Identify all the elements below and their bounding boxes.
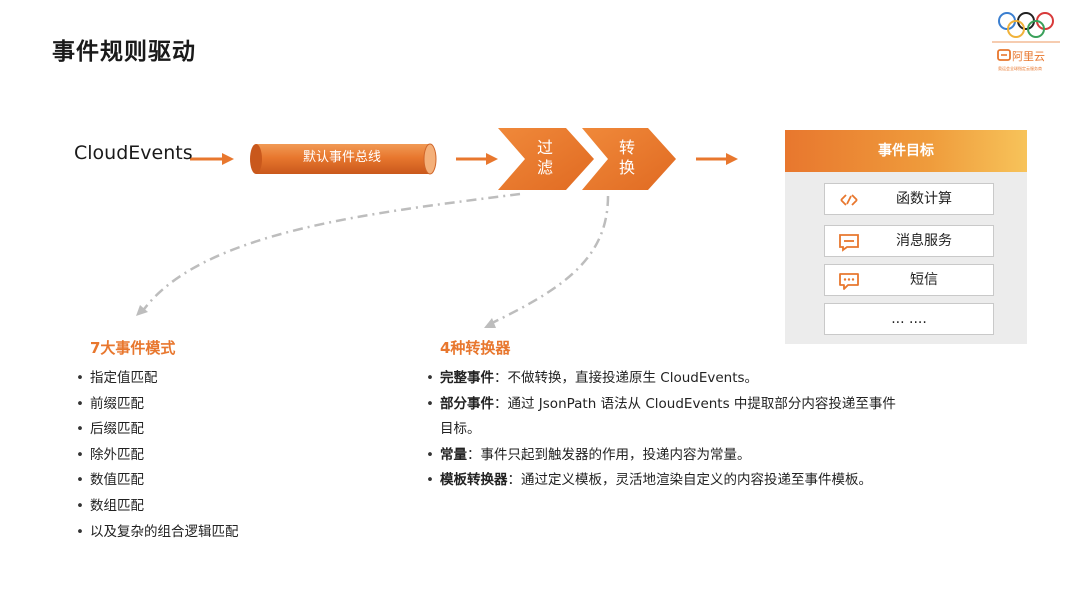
sms-chat-icon	[839, 273, 859, 290]
filter-chevron	[498, 128, 594, 190]
list-item: 数值匹配	[76, 468, 239, 494]
cloudevents-source-label: CloudEvents	[74, 142, 193, 164]
target-label: 消息服务	[896, 233, 952, 249]
converter-desc: ：不做转换，直接投递原生 CloudEvents。	[494, 370, 759, 386]
list-item: 数组匹配	[76, 494, 239, 520]
converter-name: 模板转换器	[440, 472, 508, 489]
converter-name: 部分事件	[440, 395, 494, 412]
target-more: ... ....	[824, 303, 994, 335]
target-label: 函数计算	[896, 191, 952, 207]
target-label: ... ....	[891, 311, 927, 327]
target-sms: 短信	[824, 264, 994, 296]
message-service-icon	[839, 234, 859, 252]
converter-desc: ：事件只起到触发器的作用，投递内容为常量。	[467, 446, 751, 463]
transform-to-converters-connector	[489, 195, 610, 326]
event-targets-header: 事件目标	[785, 130, 1027, 172]
converters-title: 4种转换器	[440, 339, 511, 357]
target-message-service: 消息服务	[824, 225, 994, 257]
arrow-bus-to-filter	[456, 153, 498, 165]
svg-text:奥运会全球指定云服务商: 奥运会全球指定云服务商	[998, 65, 1042, 71]
target-function-compute: 函数计算	[824, 183, 994, 215]
svg-text:阿里云: 阿里云	[1012, 50, 1045, 63]
function-compute-icon	[840, 194, 858, 206]
list-item: 后缀匹配	[76, 417, 239, 443]
list-item: 以及复杂的组合逻辑匹配	[76, 520, 239, 546]
event-bus-label: 默认事件总线	[302, 150, 381, 165]
converter-desc: ：通过定义模板，灵活地渲染自定义的内容投递至事件模板。	[507, 472, 873, 489]
event-modes-list: 指定值匹配 前缀匹配 后缀匹配 除外匹配 数值匹配 数组匹配 以及复杂的组合逻辑…	[76, 366, 239, 545]
converter-name: 完整事件	[440, 370, 494, 386]
list-item: 常量：事件只起到触发器的作用，投递内容为常量。	[426, 443, 896, 469]
arrow-transform-to-targets	[696, 153, 738, 165]
list-item: 指定值匹配	[76, 366, 239, 392]
transform-label: 转换	[618, 138, 635, 177]
list-item: 前缀匹配	[76, 392, 239, 418]
list-item: 完整事件：不做转换，直接投递原生 CloudEvents。	[426, 366, 896, 392]
filter-to-modes-connector	[140, 192, 521, 313]
event-bus-pipe	[250, 143, 437, 175]
target-label: 短信	[910, 272, 938, 288]
list-item: 部分事件：通过 JsonPath 语法从 CloudEvents 中提取部分内容…	[426, 392, 896, 443]
alibaba-cloud-olympic-logo: 阿里云 奥运会全球指定云服务商	[992, 12, 1060, 71]
converter-desc: ：通过 JsonPath 语法从 CloudEvents 中提取部分内容投递至事…	[440, 395, 896, 438]
arrow-source-to-bus	[190, 153, 234, 165]
event-modes-title: 7大事件模式	[90, 339, 176, 357]
filter-label: 过滤	[536, 138, 553, 177]
list-item: 除外匹配	[76, 443, 239, 469]
page-title: 事件规则驱动	[52, 39, 196, 65]
transform-chevron	[582, 128, 676, 190]
converter-name: 常量	[440, 446, 467, 463]
list-item: 模板转换器：通过定义模板，灵活地渲染自定义的内容投递至事件模板。	[426, 468, 896, 494]
converters-list: 完整事件：不做转换，直接投递原生 CloudEvents。 部分事件：通过 Js…	[426, 366, 896, 494]
